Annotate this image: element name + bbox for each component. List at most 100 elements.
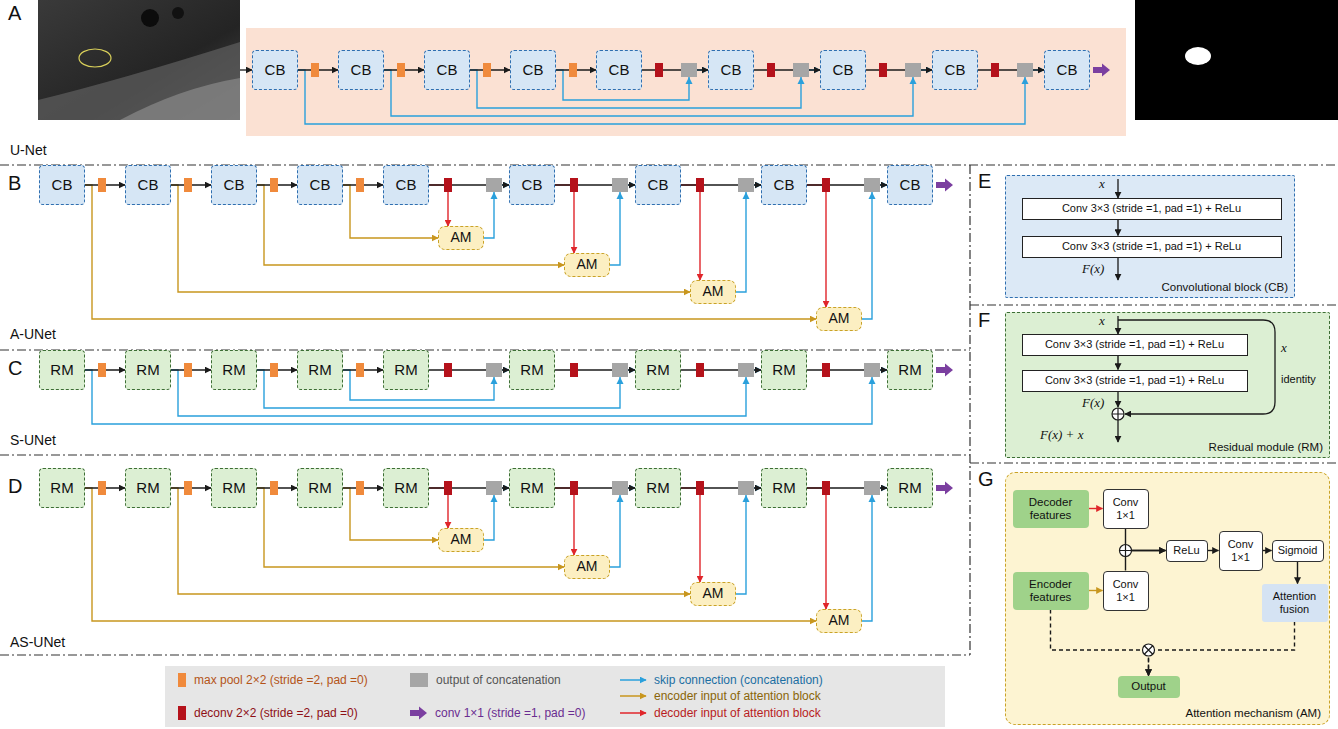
skip-arrowhead bbox=[798, 77, 805, 84]
concat-mark bbox=[681, 63, 697, 77]
skip-arrowhead bbox=[869, 192, 876, 199]
box-label: RM bbox=[772, 480, 795, 497]
max-pool-mark bbox=[356, 481, 364, 495]
flow-arrow bbox=[240, 69, 252, 70]
box-label: CB bbox=[774, 177, 795, 194]
concat-mark bbox=[612, 481, 628, 495]
deconv-mark bbox=[570, 363, 578, 377]
legend-text: output of concatenation bbox=[436, 673, 561, 687]
box-label: AM bbox=[451, 230, 472, 245]
connector bbox=[862, 488, 887, 621]
residual-module: RM bbox=[39, 350, 85, 390]
concat-mark bbox=[738, 363, 754, 377]
attention-module: AM bbox=[690, 582, 736, 606]
deconv-mark bbox=[444, 178, 452, 192]
deconv-mark bbox=[879, 63, 887, 77]
max-pool-mark bbox=[184, 178, 192, 192]
deconv-mark bbox=[570, 178, 578, 192]
operator-cross bbox=[1112, 408, 1124, 420]
conv-block: CB bbox=[211, 165, 257, 205]
conv-block: CB bbox=[297, 165, 343, 205]
legend-text: conv 1×1 (stride =1, pad =0) bbox=[435, 706, 585, 720]
deconv-mark bbox=[570, 481, 578, 495]
box-label: CB bbox=[945, 62, 966, 79]
legend-text: decoder input of attention block bbox=[654, 706, 821, 720]
conv-box: Conv 1×1 bbox=[1219, 531, 1263, 571]
panel-text: F(x) bbox=[1082, 396, 1104, 411]
panel-text: Attention mechanism (AM) bbox=[1186, 707, 1322, 720]
conv-block: CB bbox=[383, 165, 429, 205]
panel-letter: A bbox=[8, 2, 21, 25]
panel-separator bbox=[970, 304, 1338, 305]
detail-panel: Attention mechanism (AM)Decoder features… bbox=[1005, 472, 1330, 725]
box-label: Sigmoid bbox=[1278, 544, 1318, 556]
conv1x1-arrow bbox=[1093, 64, 1110, 77]
skip-arrowhead bbox=[869, 377, 876, 384]
deconv-mark bbox=[696, 481, 704, 495]
max-pool-mark bbox=[356, 178, 364, 192]
box-label: CB bbox=[522, 177, 543, 194]
connector bbox=[610, 185, 635, 265]
attention-module: AM bbox=[690, 280, 736, 304]
box-label: RM bbox=[50, 480, 73, 497]
panel-letter: F bbox=[978, 309, 990, 332]
connector bbox=[1126, 529, 1166, 551]
skip-arrowhead bbox=[617, 495, 624, 502]
box-label: AM bbox=[829, 311, 850, 326]
legend-text: encoder input of attention block bbox=[654, 689, 821, 703]
concat-mark bbox=[486, 363, 502, 377]
box-label: RM bbox=[222, 480, 245, 497]
box-label: RM bbox=[394, 480, 417, 497]
concat-mark bbox=[612, 178, 628, 192]
box-label: Conv 1×1 bbox=[1106, 578, 1146, 602]
deconv-mark bbox=[696, 178, 704, 192]
lesion-contour bbox=[79, 49, 111, 67]
connector bbox=[1263, 550, 1272, 551]
conv1x1-arrow bbox=[936, 482, 953, 495]
deconv-mark bbox=[655, 63, 663, 77]
connector bbox=[484, 488, 509, 540]
residual-module: RM bbox=[383, 350, 429, 390]
panel-fill bbox=[1005, 312, 1330, 458]
max-pool-mark bbox=[569, 63, 577, 77]
conv-block: CB bbox=[887, 165, 933, 205]
panel-letter: C bbox=[8, 357, 22, 380]
residual-module: RM bbox=[509, 468, 555, 508]
concat-mark bbox=[612, 363, 628, 377]
connector bbox=[754, 69, 820, 70]
deconv-mark bbox=[991, 63, 999, 77]
box-label: AM bbox=[577, 559, 598, 574]
attention-module: AM bbox=[564, 555, 610, 579]
ultrasound-tissue bbox=[38, 42, 240, 120]
connector bbox=[1126, 551, 1166, 571]
attention-module: AM bbox=[816, 307, 862, 331]
box-label: CB bbox=[265, 62, 286, 79]
add-symbol bbox=[1120, 545, 1132, 557]
panel-name: U-Net bbox=[10, 142, 47, 158]
operator-circle bbox=[1112, 408, 1124, 420]
operator-cross bbox=[1120, 545, 1132, 557]
legend-swatch bbox=[410, 673, 428, 687]
deconv-mark bbox=[767, 63, 775, 77]
connector bbox=[555, 488, 574, 555]
conv-block: CB bbox=[820, 50, 866, 90]
ultrasound-vessel bbox=[141, 9, 159, 27]
connector bbox=[484, 185, 509, 238]
panel-letter: G bbox=[978, 468, 994, 491]
legend-swatch bbox=[178, 706, 186, 720]
residual-module: RM bbox=[761, 350, 807, 390]
residual-module: RM bbox=[39, 468, 85, 508]
residual-module: RM bbox=[297, 468, 343, 508]
box-label: RM bbox=[222, 362, 245, 379]
box-label: Conv 3×3 (stride =1, pad =1) + ReLu bbox=[1045, 374, 1224, 386]
residual-module: RM bbox=[509, 350, 555, 390]
connector bbox=[736, 488, 761, 594]
connector bbox=[807, 185, 826, 307]
panel-letter: B bbox=[8, 172, 21, 195]
residual-module: RM bbox=[211, 350, 257, 390]
max-pool-mark bbox=[483, 63, 491, 77]
skip-arrowhead bbox=[491, 192, 498, 199]
box-label: RM bbox=[772, 362, 795, 379]
max-pool-mark bbox=[270, 178, 278, 192]
detail-panel: xxidentityF(x)F(x) + xResidual module (R… bbox=[1005, 312, 1330, 458]
